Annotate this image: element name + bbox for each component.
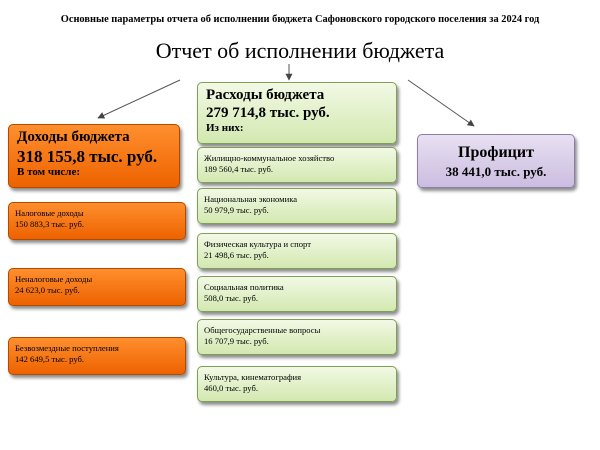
income-item-tax: Налоговые доходы 150 883,3 тыс. руб. [8,202,186,240]
expense-item-amount: 21 498,6 тыс. руб. [204,250,269,260]
income-item-nontax: Неналоговые доходы 24 623,0 тыс. руб. [8,268,186,306]
income-total-box: Доходы бюджета 318 155,8 тыс. руб. В том… [8,124,180,188]
expense-item-sport: Физическая культура и спорт 21 498,6 тыс… [197,233,397,269]
expense-item-label: Социальная политика [204,282,284,292]
header-title: Основные параметры отчета об исполнении … [60,14,540,25]
surplus-amount: 38 441,0 тыс. руб. [445,164,547,179]
income-item-amount: 150 883,3 тыс. руб. [15,219,85,229]
income-amount: 318 155,8 тыс. руб. [17,147,158,166]
expenses-subtitle: Из них: [206,122,244,134]
expense-item-economy: Национальная экономика 50 979,9 тыс. руб… [197,188,397,224]
surplus-box: Профицит 38 441,0 тыс. руб. [417,134,575,188]
expense-item-amount: 50 979,9 тыс. руб. [204,205,269,215]
expenses-label: Расходы бюджета [206,87,325,103]
expense-item-culture: Культура, кинематография 460,0 тыс. руб. [197,366,397,402]
expense-item-label: Общегосударственные вопросы [204,325,321,335]
expense-item-amount: 460,0 тыс. руб. [204,383,259,393]
expenses-total-box: Расходы бюджета 279 714,8 тыс. руб. Из н… [197,82,397,144]
expense-item-amount: 16 707,9 тыс. руб. [204,336,269,346]
income-item-label: Неналоговые доходы [15,274,93,284]
expense-item-amount: 508,0 тыс. руб. [204,293,259,303]
income-item-gratuitous: Безвозмездные поступления 142 649,5 тыс.… [8,337,186,375]
expense-item-general: Общегосударственные вопросы 16 707,9 тыс… [197,319,397,355]
income-item-amount: 24 623,0 тыс. руб. [15,285,80,295]
expense-item-housing: Жилищно-коммунальное хозяйство 189 560,4… [197,147,397,183]
expense-item-label: Жилищно-коммунальное хозяйство [204,153,335,163]
income-item-label: Налоговые доходы [15,208,84,218]
expense-item-amount: 189 560,4 тыс. руб. [204,164,274,174]
expense-item-label: Культура, кинематография [204,372,302,382]
arrow-to-income [97,79,181,119]
main-title: Отчет об исполнении бюджета [155,38,445,63]
income-item-amount: 142 649,5 тыс. руб. [15,354,85,364]
expenses-amount: 279 714,8 тыс. руб. [206,105,330,121]
arrow-to-surplus [407,79,475,127]
expense-item-label: Физическая культура и спорт [204,239,311,249]
income-item-label: Безвозмездные поступления [15,343,119,353]
expense-item-label: Национальная экономика [204,194,298,204]
income-label: Доходы бюджета [17,129,130,145]
expense-item-social: Социальная политика 508,0 тыс. руб. [197,276,397,312]
income-subtitle: В том числе: [17,166,81,178]
surplus-label: Профицит [458,144,534,161]
